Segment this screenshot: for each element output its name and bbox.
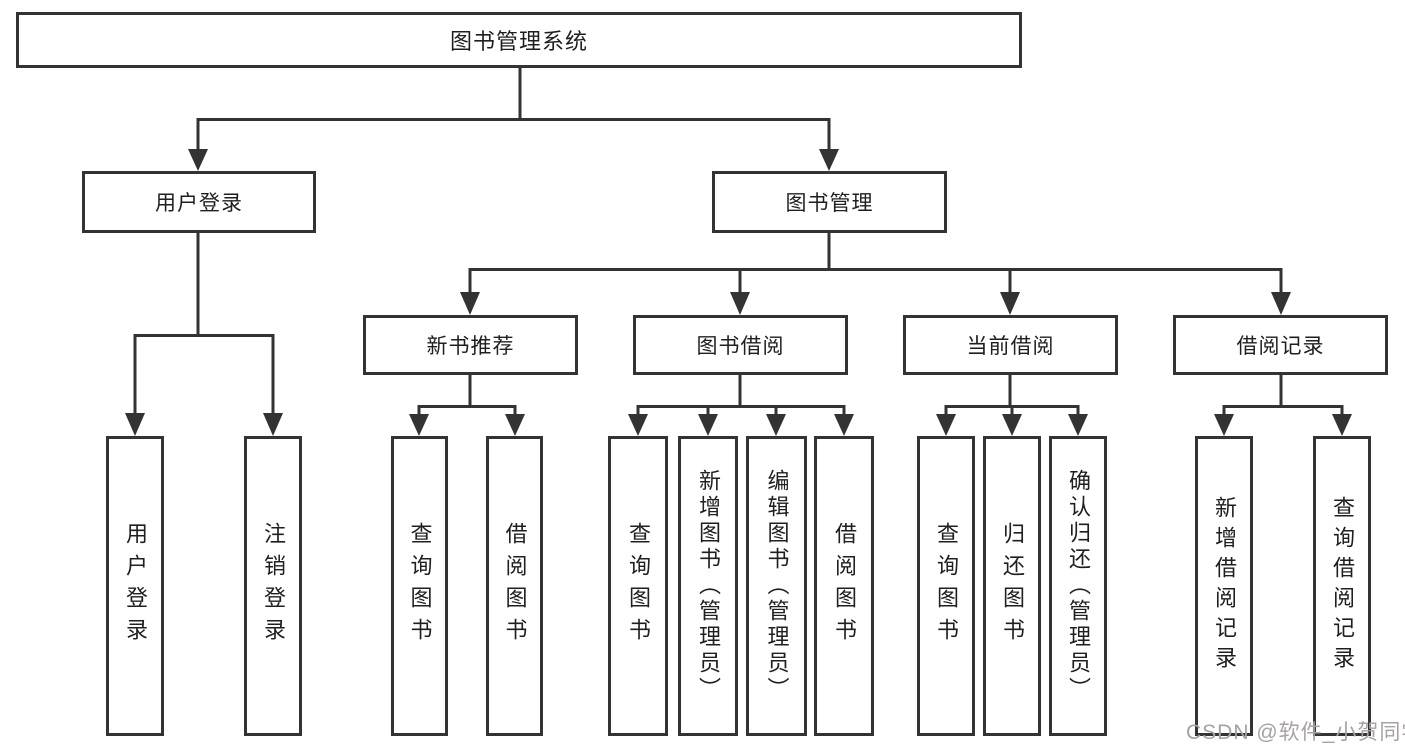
node-label: 归还图书 — [1000, 522, 1025, 650]
leaf-user-login: 用户登录 — [106, 436, 164, 736]
leaf-cb-return-book: 归还图书 — [983, 436, 1041, 736]
node-label: 借阅图书 — [502, 522, 528, 650]
node-label: 当前借阅 — [966, 335, 1055, 358]
watermark: CSDN @软件_小贺同学 — [1186, 721, 1405, 744]
node-label: 注销登录 — [261, 522, 286, 650]
node-root: 图书管理系统 — [16, 12, 1022, 68]
node-borrow-records: 借阅记录 — [1173, 315, 1388, 375]
leaf-bb-edit-book-admin: 编辑图书（管理员） — [746, 436, 807, 736]
node-label: 新增借阅记录 — [1212, 496, 1237, 676]
node-label: 新增图书（管理员） — [696, 469, 721, 703]
node-label: 新书推荐 — [426, 335, 515, 358]
leaf-logout: 注销登录 — [244, 436, 302, 736]
node-book-borrow: 图书借阅 — [633, 315, 848, 375]
arrowheads — [125, 149, 1352, 436]
node-label: 查询图书 — [407, 522, 433, 650]
node-label: 图书管理系统 — [449, 29, 588, 54]
leaf-cb-confirm-return-admin: 确认归还（管理员） — [1049, 436, 1107, 736]
node-label: 借阅记录 — [1236, 335, 1325, 358]
node-label: 查询图书 — [934, 522, 959, 650]
node-label: 图书借阅 — [696, 335, 785, 358]
node-label: 确认归还（管理员） — [1066, 469, 1091, 703]
leaf-br-add-record: 新增借阅记录 — [1195, 436, 1253, 736]
leaf-br-query-record: 查询借阅记录 — [1313, 436, 1371, 736]
node-label: 编辑图书（管理员） — [764, 469, 790, 703]
node-book-management: 图书管理 — [712, 171, 947, 233]
node-user-login-branch: 用户登录 — [82, 171, 316, 233]
node-label: 查询图书 — [626, 522, 651, 650]
leaf-cb-query-book: 查询图书 — [917, 436, 975, 736]
node-label: 用户登录 — [123, 522, 148, 650]
node-label: 图书管理 — [785, 192, 874, 215]
node-label: 查询借阅记录 — [1330, 496, 1355, 676]
leaf-bb-add-book-admin: 新增图书（管理员） — [678, 436, 738, 736]
node-label: 用户登录 — [155, 192, 243, 215]
node-current-borrow: 当前借阅 — [903, 315, 1118, 375]
leaf-bb-query-book: 查询图书 — [608, 436, 668, 736]
leaf-nbr-borrow-book: 借阅图书 — [486, 436, 543, 736]
leaf-bb-borrow-book: 借阅图书 — [814, 436, 874, 736]
leaf-nbr-query-book: 查询图书 — [391, 436, 448, 736]
node-label: 借阅图书 — [832, 522, 857, 650]
node-new-book-recommend: 新书推荐 — [363, 315, 578, 375]
